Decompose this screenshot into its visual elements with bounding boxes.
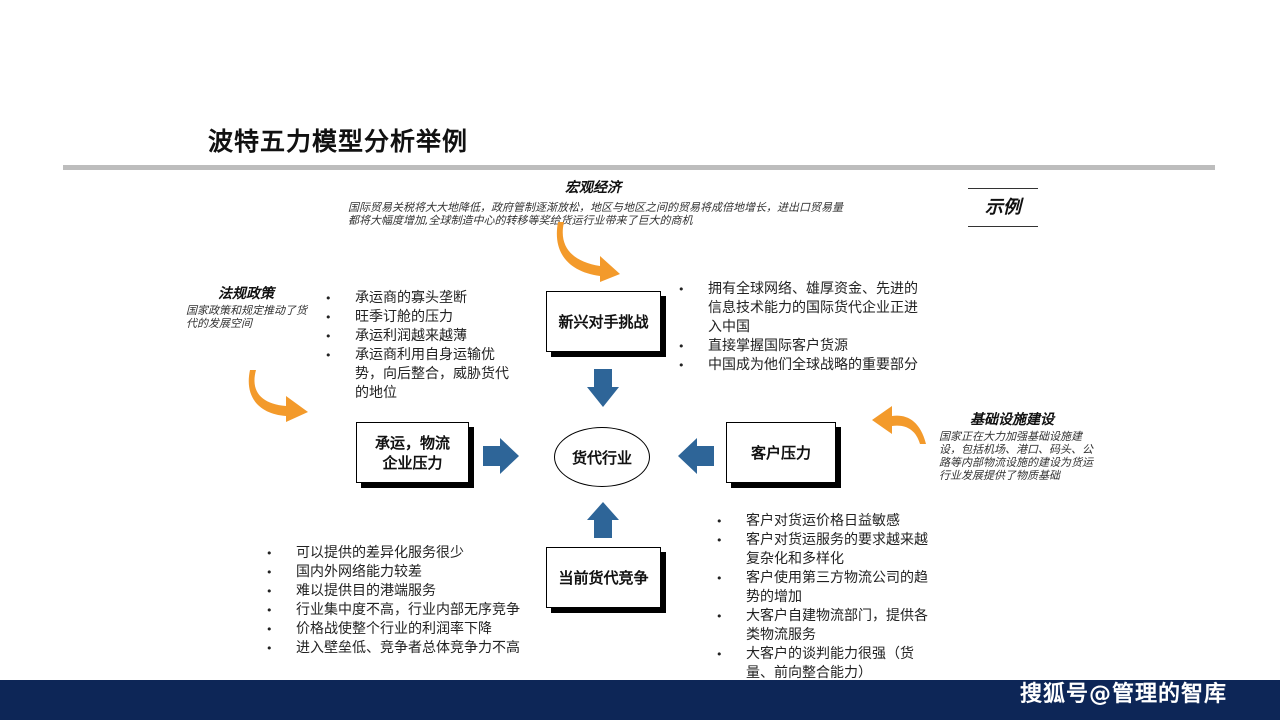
list-item: 客户使用第三方物流公司的趋势的增加 bbox=[716, 569, 930, 607]
list-item: 客户对货运服务的要求越来越复杂化和多样化 bbox=[716, 531, 930, 569]
new-entrants-label: 新兴对手挑战 bbox=[558, 312, 649, 331]
list-item: 承运利润越来越薄 bbox=[325, 327, 513, 346]
list-item: 中国成为他们全球战略的重要部分 bbox=[678, 356, 924, 375]
new-entrants-box: 新兴对手挑战 bbox=[546, 291, 661, 352]
blue-arrow-down bbox=[587, 369, 619, 407]
suppliers-box: 承运，物流 企业压力 bbox=[356, 422, 469, 483]
list-item: 进入壁垒低、竞争者总体竞争力不高 bbox=[266, 639, 554, 658]
list-item: 难以提供目的港端服务 bbox=[266, 582, 554, 601]
list-item: 大客户自建物流部门，提供各类物流服务 bbox=[716, 607, 930, 645]
suppliers-label-line1: 承运，物流 bbox=[374, 433, 450, 452]
list-item: 拥有全球网络、雄厚资金、先进的信息技术能力的国际货代企业正进入中国 bbox=[678, 280, 924, 337]
list-item: 价格战使整个行业的利润率下降 bbox=[266, 620, 554, 639]
orange-curved-arrow-policy bbox=[248, 370, 308, 422]
blue-arrow-left bbox=[678, 438, 714, 474]
list-item: 直接掌握国际客户货源 bbox=[678, 337, 924, 356]
buyers-box: 客户压力 bbox=[726, 422, 836, 483]
buyers-label: 客户压力 bbox=[750, 443, 811, 462]
orange-curved-arrow-macro bbox=[556, 222, 620, 282]
blue-arrow-up bbox=[587, 502, 619, 538]
list-item: 旺季订舱的压力 bbox=[325, 308, 513, 327]
list-item: 可以提供的差异化服务很少 bbox=[266, 544, 554, 563]
macro-economy-title: 宏观经济 bbox=[565, 180, 621, 196]
infrastructure-desc: 国家正在大力加强基础设施建设，包括机场、港口、码头、公路等内部物流设施的建设为货… bbox=[939, 430, 1093, 482]
buyers-bullet-list: 客户对货运价格日益敏感 客户对货运服务的要求越来越复杂化和多样化 客户使用第三方… bbox=[716, 512, 930, 683]
rivalry-label: 当前货代竞争 bbox=[558, 568, 649, 587]
watermark-text: 搜狐号@管理的智库 bbox=[1020, 682, 1228, 707]
list-item: 大客户的谈判能力很强（货量、前向整合能力） bbox=[716, 645, 930, 683]
center-industry-ellipse: 货代行业 bbox=[554, 427, 650, 487]
blue-arrow-right bbox=[483, 438, 519, 474]
new-entrants-bullet-list: 拥有全球网络、雄厚资金、先进的信息技术能力的国际货代企业正进入中国 直接掌握国际… bbox=[678, 280, 924, 375]
suppliers-bullet-list: 承运商的寡头垄断 旺季订舱的压力 承运利润越来越薄 承运商利用自身运输优势，向后… bbox=[325, 289, 513, 403]
policy-title: 法规政策 bbox=[218, 286, 274, 302]
list-item: 行业集中度不高，行业内部无序竞争 bbox=[266, 601, 554, 620]
page-title: 波特五力模型分析举例 bbox=[208, 127, 469, 156]
suppliers-label-line2: 企业压力 bbox=[382, 453, 443, 472]
title-divider bbox=[63, 165, 1215, 170]
center-industry-label: 货代行业 bbox=[571, 448, 632, 467]
list-item: 承运商的寡头垄断 bbox=[325, 289, 513, 308]
list-item: 客户对货运价格日益敏感 bbox=[716, 512, 930, 531]
macro-economy-desc: 国际贸易关税将大大地降低，政府管制逐渐放松，地区与地区之间的贸易将成倍地增长，进… bbox=[348, 201, 843, 227]
rivalry-bullet-list: 可以提供的差异化服务很少 国内外网络能力较差 难以提供目的港端服务 行业集中度不… bbox=[266, 544, 554, 658]
rivalry-box: 当前货代竞争 bbox=[546, 547, 661, 608]
infrastructure-title: 基础设施建设 bbox=[970, 412, 1054, 428]
list-item: 国内外网络能力较差 bbox=[266, 563, 554, 582]
policy-desc: 国家政策和规定推动了货代的发展空间 bbox=[186, 304, 307, 330]
list-item: 承运商利用自身运输优势，向后整合，威胁货代的地位 bbox=[325, 346, 513, 403]
orange-curved-arrow-infrastructure bbox=[872, 406, 926, 444]
example-label: 示例 bbox=[968, 188, 1038, 227]
footer-bar bbox=[0, 680, 1280, 720]
